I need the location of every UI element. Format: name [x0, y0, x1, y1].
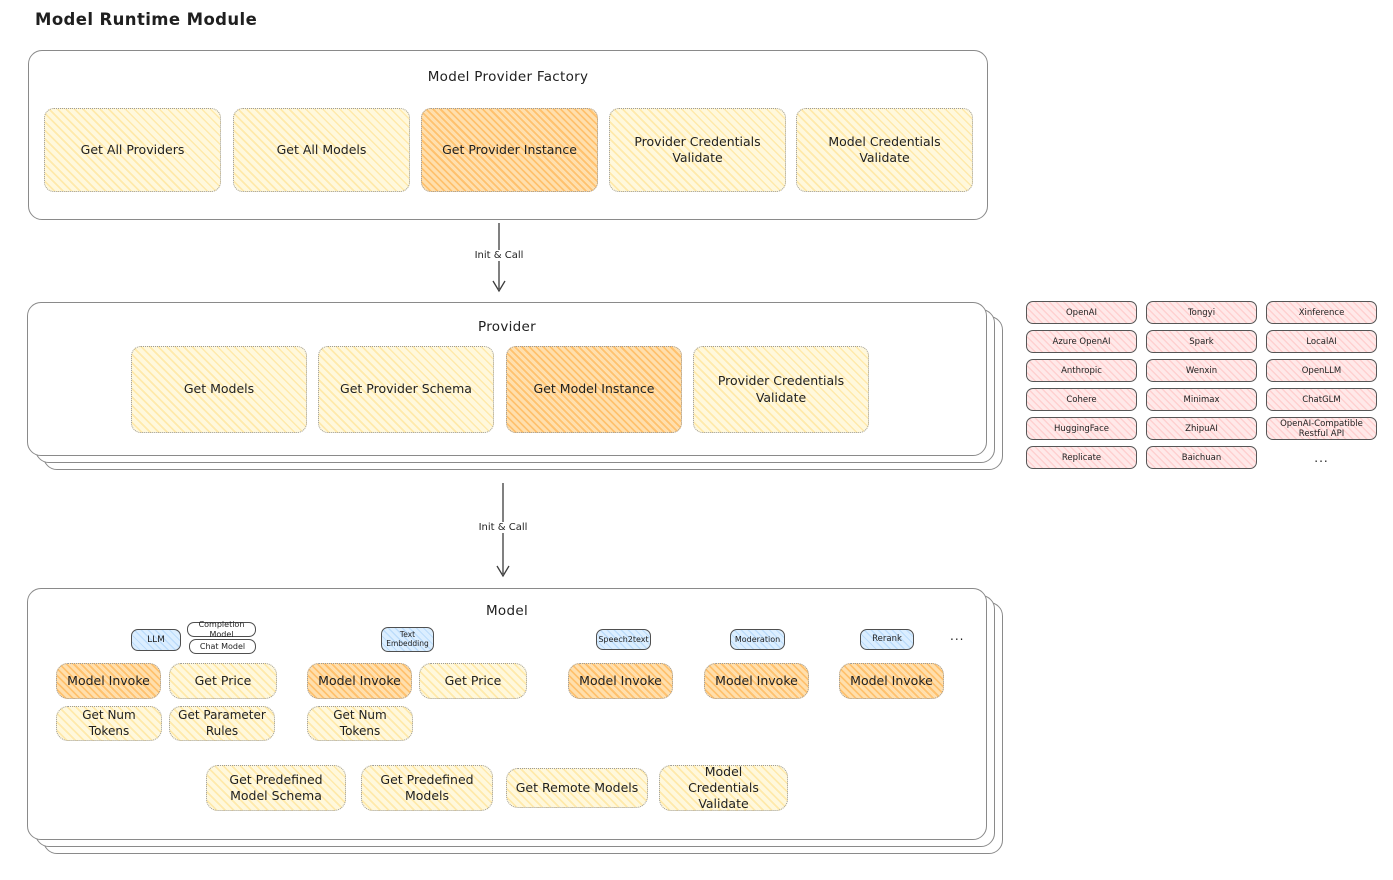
tag-completion-model: Completion Model — [187, 620, 256, 639]
node-model-invoke-text-embedding: Model Invoke — [307, 663, 412, 699]
provider-title: Provider — [478, 319, 536, 335]
chip-azure-openai: Azure OpenAI — [1026, 330, 1137, 353]
node-get-price-llm: Get Price — [169, 663, 277, 699]
node-get-all-providers: Get All Providers — [44, 108, 221, 192]
tag-moderation: Moderation — [730, 629, 785, 650]
tag-llm: LLM — [131, 629, 181, 651]
chip-replicate: Replicate — [1026, 446, 1137, 469]
page-title: Model Runtime Module — [35, 10, 258, 29]
node-provider-credentials-validate-factory: Provider Credentials Validate — [609, 108, 786, 192]
tag-rerank: Rerank — [860, 629, 914, 650]
chip-openllm: OpenLLM — [1266, 359, 1377, 382]
model-tags-ellipsis: ... — [950, 629, 965, 643]
node-get-models: Get Models — [131, 346, 307, 433]
node-get-remote-models: Get Remote Models — [506, 768, 648, 808]
chip-xinference: Xinference — [1266, 301, 1377, 324]
chip-localai: LocalAI — [1266, 330, 1377, 353]
node-get-price-text-embedding: Get Price — [419, 663, 527, 699]
tag-speech2text: Speech2text — [596, 629, 651, 650]
node-provider-credentials-validate-provider: Provider Credentials Validate — [693, 346, 869, 433]
node-model-invoke-moderation: Model Invoke — [704, 663, 809, 699]
arrow-label-init-call-2: Init & Call — [475, 522, 531, 533]
node-model-invoke-llm: Model Invoke — [56, 663, 161, 699]
node-model-credentials-validate-model: Model Credentials Validate — [659, 764, 788, 811]
node-get-predefined-models: Get Predefined Models — [361, 765, 493, 811]
provider-container: Provider Get Models Get Provider Schema … — [27, 302, 987, 456]
factory-container: Model Provider Factory Get All Providers… — [28, 50, 988, 220]
chip-wenxin: Wenxin — [1146, 359, 1257, 382]
arrow-label-init-call-1: Init & Call — [471, 250, 527, 261]
chip-chatglm: ChatGLM — [1266, 388, 1377, 411]
node-get-provider-schema: Get Provider Schema — [318, 346, 494, 433]
node-get-all-models: Get All Models — [233, 108, 410, 192]
chip-anthropic: Anthropic — [1026, 359, 1137, 382]
chip-openai: OpenAI — [1026, 301, 1137, 324]
tag-text-embedding: Text Embedding — [381, 627, 434, 652]
node-get-model-instance: Get Model Instance — [506, 346, 682, 433]
node-get-parameter-rules: Get Parameter Rules — [169, 706, 275, 741]
chip-openai-compatible-restful-api: OpenAI-Compatible Restful API — [1266, 417, 1377, 440]
chip-tongyi: Tongyi — [1146, 301, 1257, 324]
model-container: Model LLM Completion Model Chat Model Te… — [27, 588, 987, 840]
chip-spark: Spark — [1146, 330, 1257, 353]
node-model-invoke-speech2text: Model Invoke — [568, 663, 673, 699]
node-get-num-tokens-text-embedding: Get Num Tokens — [307, 706, 413, 741]
provider-chip-grid: OpenAI Tongyi Xinference Azure OpenAI Sp… — [1026, 301, 1377, 469]
node-model-credentials-validate-factory: Model Credentials Validate — [796, 108, 973, 192]
tag-chat-model: Chat Model — [189, 639, 256, 654]
node-get-provider-instance: Get Provider Instance — [421, 108, 598, 192]
chip-baichuan: Baichuan — [1146, 446, 1257, 469]
chip-cohere: Cohere — [1026, 388, 1137, 411]
model-title: Model — [485, 603, 529, 619]
chip-minimax: Minimax — [1146, 388, 1257, 411]
chip-grid-ellipsis: ... — [1314, 450, 1329, 465]
node-model-invoke-rerank: Model Invoke — [839, 663, 944, 699]
chip-huggingface: HuggingFace — [1026, 417, 1137, 440]
node-get-predefined-model-schema: Get Predefined Model Schema — [206, 765, 346, 811]
factory-title: Model Provider Factory — [427, 69, 589, 85]
node-get-num-tokens-llm: Get Num Tokens — [56, 706, 162, 741]
chip-zhipuai: ZhipuAI — [1146, 417, 1257, 440]
